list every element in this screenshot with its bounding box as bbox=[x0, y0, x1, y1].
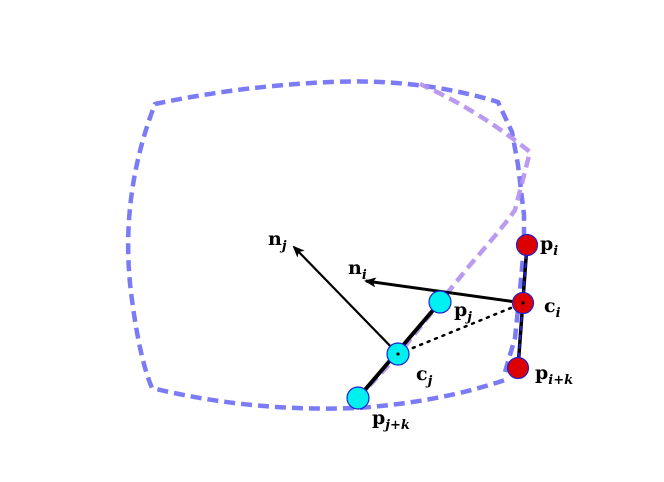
outer-dashed-curve bbox=[125, 79, 527, 411]
label-n-j: nj bbox=[268, 228, 287, 254]
normal-j-arrow bbox=[292, 245, 399, 355]
inner-dashed-curve bbox=[356, 81, 533, 400]
label-n-i: ni bbox=[348, 257, 367, 283]
label-p-i: pi bbox=[540, 233, 558, 259]
point-p-i bbox=[515, 233, 539, 257]
segment-i-dash bbox=[517, 244, 528, 369]
label-c-j: cj bbox=[416, 363, 433, 389]
point-p-j bbox=[428, 290, 452, 314]
label-p-j: pj bbox=[454, 299, 472, 325]
center-dot-c-i bbox=[521, 301, 525, 305]
label-p-ik: pi+k bbox=[535, 362, 573, 388]
point-p-jk bbox=[346, 386, 370, 410]
dotted-connector bbox=[396, 301, 525, 356]
label-p-jk: pj+k bbox=[372, 407, 410, 433]
point-p-ik bbox=[506, 356, 530, 380]
center-dot-c-j bbox=[396, 352, 400, 356]
label-c-i: ci bbox=[544, 295, 561, 321]
